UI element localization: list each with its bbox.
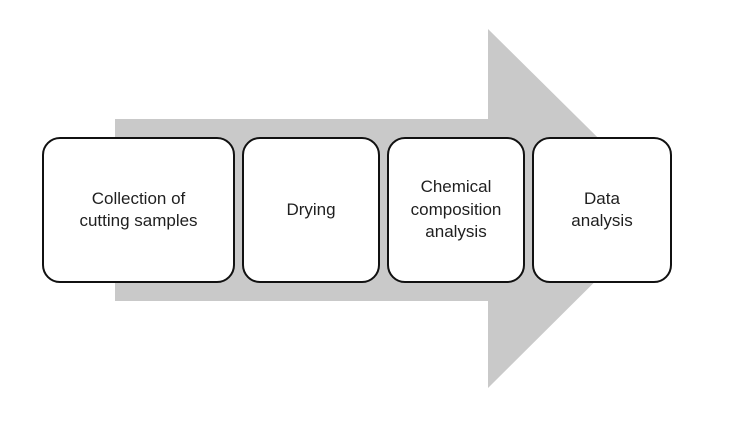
step-box-data-analysis: Data analysis bbox=[532, 137, 672, 283]
step-box-drying: Drying bbox=[242, 137, 380, 283]
step-box-collection: Collection of cutting samples bbox=[42, 137, 235, 283]
step-box-chemical-analysis: Chemical composition analysis bbox=[387, 137, 525, 283]
step-label-collection: Collection of cutting samples bbox=[79, 188, 198, 230]
step-label-data-analysis: Data analysis bbox=[571, 188, 633, 230]
step-label-drying: Drying bbox=[286, 199, 336, 219]
step-label-chemical-analysis: Chemical composition analysis bbox=[410, 177, 502, 242]
